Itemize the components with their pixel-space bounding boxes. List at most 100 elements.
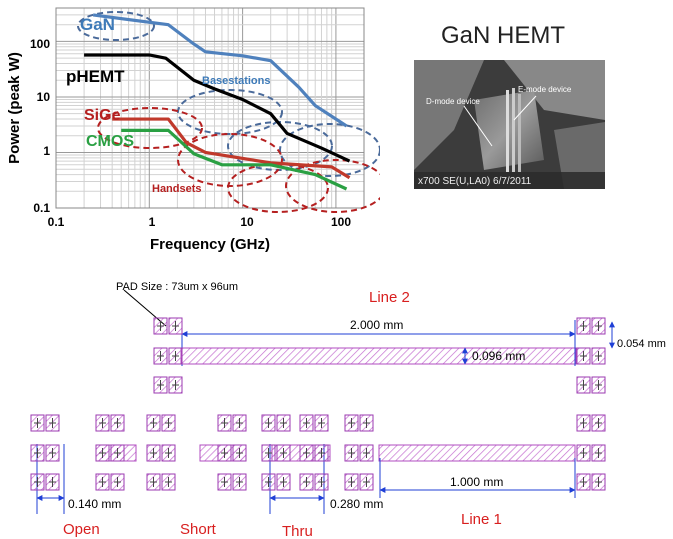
series-label-gan: GaN — [80, 15, 115, 34]
line1-left-pad-1-a — [344, 444, 359, 462]
gan-region — [77, 11, 155, 41]
series-label-cmos: CMOS — [86, 133, 134, 150]
line2-left-pad-2-b — [168, 376, 183, 394]
thru-label: Thru — [282, 523, 313, 539]
line1-right-pad-0-a — [576, 414, 591, 432]
handset-region-3 — [285, 159, 380, 213]
open-right-pad-1-b — [110, 444, 125, 462]
line1-right-pad-2-b — [591, 473, 606, 491]
test-structure-layout: PAD Size : 73um x 96um Line 2 2.000 mm 0… — [30, 281, 666, 539]
open-left-pad-1-a — [30, 444, 45, 462]
handset-region-2 — [227, 163, 329, 213]
open-left-pad-0-b — [45, 414, 60, 432]
thru-right-pad-1-b — [314, 444, 329, 462]
line2-left-pad-0-b — [168, 317, 183, 335]
series-label-sige: SiGe — [84, 107, 121, 124]
short-label: Short — [180, 521, 217, 538]
y-tick-0.1: 0.1 — [33, 201, 50, 215]
line2-right-pad-1-a — [576, 347, 591, 365]
power-frequency-chart: GaN pHEMT SiGe CMOS Basestations Handset… — [6, 7, 380, 253]
thru-left-pad-2-a — [261, 473, 276, 491]
thru-left-pad-1-a — [261, 444, 276, 462]
line2-width-label: 0.096 mm — [472, 349, 525, 363]
line1-left-pad-0-b — [359, 414, 374, 432]
e-mode-label: E-mode device — [518, 85, 572, 94]
thru-dim-label: 0.280 mm — [330, 497, 383, 511]
y-axis-label: Power (peak W) — [6, 52, 23, 164]
photo-title: GaN HEMT — [441, 22, 566, 49]
x-tick-100: 100 — [331, 215, 351, 229]
line2-right-pad-2-a — [576, 376, 591, 394]
y-tick-1: 1 — [43, 144, 50, 158]
pad-size-label: PAD Size : 73um x 96um — [116, 281, 238, 293]
line1-label: Line 1 — [461, 511, 502, 528]
thru-right-pad-2-a — [299, 473, 314, 491]
short-left-pad-2-a — [146, 473, 161, 491]
thru-left-pad-0-a — [261, 414, 276, 432]
line2-left-pad-0-a — [153, 317, 168, 335]
line1-trace — [378, 444, 576, 462]
series-line-cmos — [121, 128, 348, 191]
thru-right-pad-0-a — [299, 414, 314, 432]
sige-region — [97, 107, 203, 149]
x-tick-0.1: 0.1 — [48, 215, 65, 229]
series-line-gan — [92, 13, 348, 128]
series-layer — [84, 13, 351, 191]
series-line-phemt — [84, 53, 351, 163]
sem-caption: x700 SE(U,LA0) 6/7/2011 — [418, 176, 532, 187]
basestation-region-2 — [227, 121, 333, 171]
pad-gap-label: 0.054 mm — [617, 338, 666, 350]
x-tick-1: 1 — [149, 215, 156, 229]
short-left-pad-1-a — [146, 444, 161, 462]
short-left-pad-1-b — [161, 444, 176, 462]
open-right-pad-2-a — [95, 473, 110, 491]
open-right-pad-0-b — [110, 414, 125, 432]
open-left-pad-2-a — [30, 473, 45, 491]
line2-length-label: 2.000 mm — [350, 318, 403, 332]
thru-left-pad-1-b — [276, 444, 291, 462]
short-right-pad-1-a — [217, 444, 232, 462]
thru-right-pad-1-a — [299, 444, 314, 462]
open-dim-label: 0.140 mm — [68, 497, 121, 511]
y-tick-100: 100 — [30, 37, 50, 51]
handset-region-1 — [177, 133, 283, 187]
line1-right-pad-1-b — [591, 444, 606, 462]
x-axis-label: Frequency (GHz) — [150, 236, 270, 253]
series-label-phemt: pHEMT — [66, 67, 125, 86]
line1-left-pad-1-b — [359, 444, 374, 462]
line2-right-pad-0-b — [591, 317, 606, 335]
line1-length-label: 1.000 mm — [450, 475, 503, 489]
line2-left-pad-2-a — [153, 376, 168, 394]
line2-left-pad-1-b — [168, 347, 183, 365]
open-right-pad-0-a — [95, 414, 110, 432]
short-right-pad-2-a — [217, 473, 232, 491]
line1-right-pad-2-a — [576, 473, 591, 491]
sem-micrograph: D-mode device E-mode device x700 SE(U,LA… — [414, 60, 605, 189]
short-right-pad-0-b — [232, 414, 247, 432]
open-right-pad-2-b — [110, 473, 125, 491]
open-left-pad-1-b — [45, 444, 60, 462]
plot-frame — [55, 7, 365, 209]
open-label: Open — [63, 521, 100, 538]
line2-right-pad-1-b — [591, 347, 606, 365]
annotation-handsets: Handsets — [152, 183, 202, 195]
line1-right-pad-1-a — [576, 444, 591, 462]
y-tick-10: 10 — [37, 90, 51, 104]
short-right-pad-1-b — [232, 444, 247, 462]
short-right-pad-2-b — [232, 473, 247, 491]
annotation-basestations: Basestations — [202, 75, 270, 87]
thru-right-pad-2-b — [314, 473, 329, 491]
line1-left-pad-2-b — [359, 473, 374, 491]
line1-left-pad-0-a — [344, 414, 359, 432]
short-left-pad-2-b — [161, 473, 176, 491]
line2-right-pad-2-b — [591, 376, 606, 394]
line2-left-pad-1-a — [153, 347, 168, 365]
line2-right-pad-0-a — [576, 317, 591, 335]
line2-label: Line 2 — [369, 289, 410, 306]
open-left-pad-0-a — [30, 414, 45, 432]
line1-right-pad-0-b — [591, 414, 606, 432]
short-left-pad-0-a — [146, 414, 161, 432]
short-right-pad-0-a — [217, 414, 232, 432]
basestation-region-3 — [279, 123, 380, 177]
x-tick-10: 10 — [240, 215, 254, 229]
